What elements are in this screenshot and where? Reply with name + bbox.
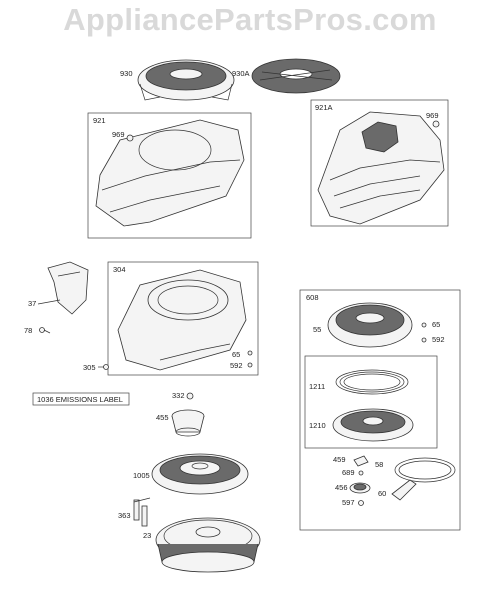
label-363: 363 [118,511,131,520]
part-921a-blower-housing[interactable] [317,111,445,225]
box-1211-1210 [304,355,438,449]
label-921: 921 [93,116,106,125]
box-304 [107,261,259,376]
label-78: 78 [24,326,32,335]
label-455: 455 [156,413,169,422]
box-608 [299,289,461,531]
label-60: 60 [378,489,386,498]
label-304: 304 [113,265,126,274]
part-78-screw[interactable] [39,327,51,334]
box-921a [310,99,449,227]
label-608: 608 [306,293,319,302]
part-1210-pulley[interactable] [332,408,414,442]
label-1005: 1005 [133,471,150,480]
box-921 [87,112,252,239]
part-459-clip[interactable] [353,455,369,467]
box-1036-emissions-label [32,392,130,406]
label-37: 37 [28,299,36,308]
part-305-bolt[interactable] [98,364,109,370]
label-689: 689 [342,468,355,477]
label-459: 459 [333,455,346,464]
label-55: 55 [313,325,321,334]
part-921-blower-housing[interactable] [95,119,245,227]
label-305: 305 [83,363,96,372]
part-58-rope[interactable] [394,457,456,483]
label-930a: 930A [232,69,250,78]
label-930: 930 [120,69,133,78]
part-1211-spring[interactable] [335,369,409,395]
part-363-bolts[interactable] [133,497,151,527]
label-969-left: 969 [112,130,125,139]
label-332: 332 [172,391,185,400]
label-921a: 921A [315,103,333,112]
part-930-cover[interactable] [137,59,235,101]
watermark-logo: AppliancePartsPros.com [63,2,437,37]
part-304-blower-housing[interactable] [117,269,247,371]
label-1211: 1211 [309,382,325,391]
part-23-flywheel[interactable] [155,517,261,573]
part-455-starter-cup[interactable] [171,409,205,437]
part-456-pawl[interactable] [349,482,371,494]
label-456: 456 [335,483,348,492]
label-1036-emissions: 1036 EMISSIONS LABEL [37,395,123,404]
part-930a-screen[interactable] [251,58,341,94]
label-592-right: 592 [432,335,445,344]
label-23: 23 [143,531,151,540]
label-969-right: 969 [426,111,439,120]
label-58: 58 [375,460,383,469]
part-55-rewind-starter[interactable] [327,302,413,348]
label-1210: 1210 [309,421,326,430]
label-597: 597 [342,498,355,507]
part-332-nut[interactable] [186,392,194,400]
label-65-right: 65 [432,320,440,329]
label-65-left: 65 [232,350,240,359]
part-37-baffle[interactable] [47,261,89,315]
part-60-handle[interactable] [391,479,417,501]
part-1005-fan[interactable] [151,453,249,495]
label-592-left: 592 [230,361,243,370]
